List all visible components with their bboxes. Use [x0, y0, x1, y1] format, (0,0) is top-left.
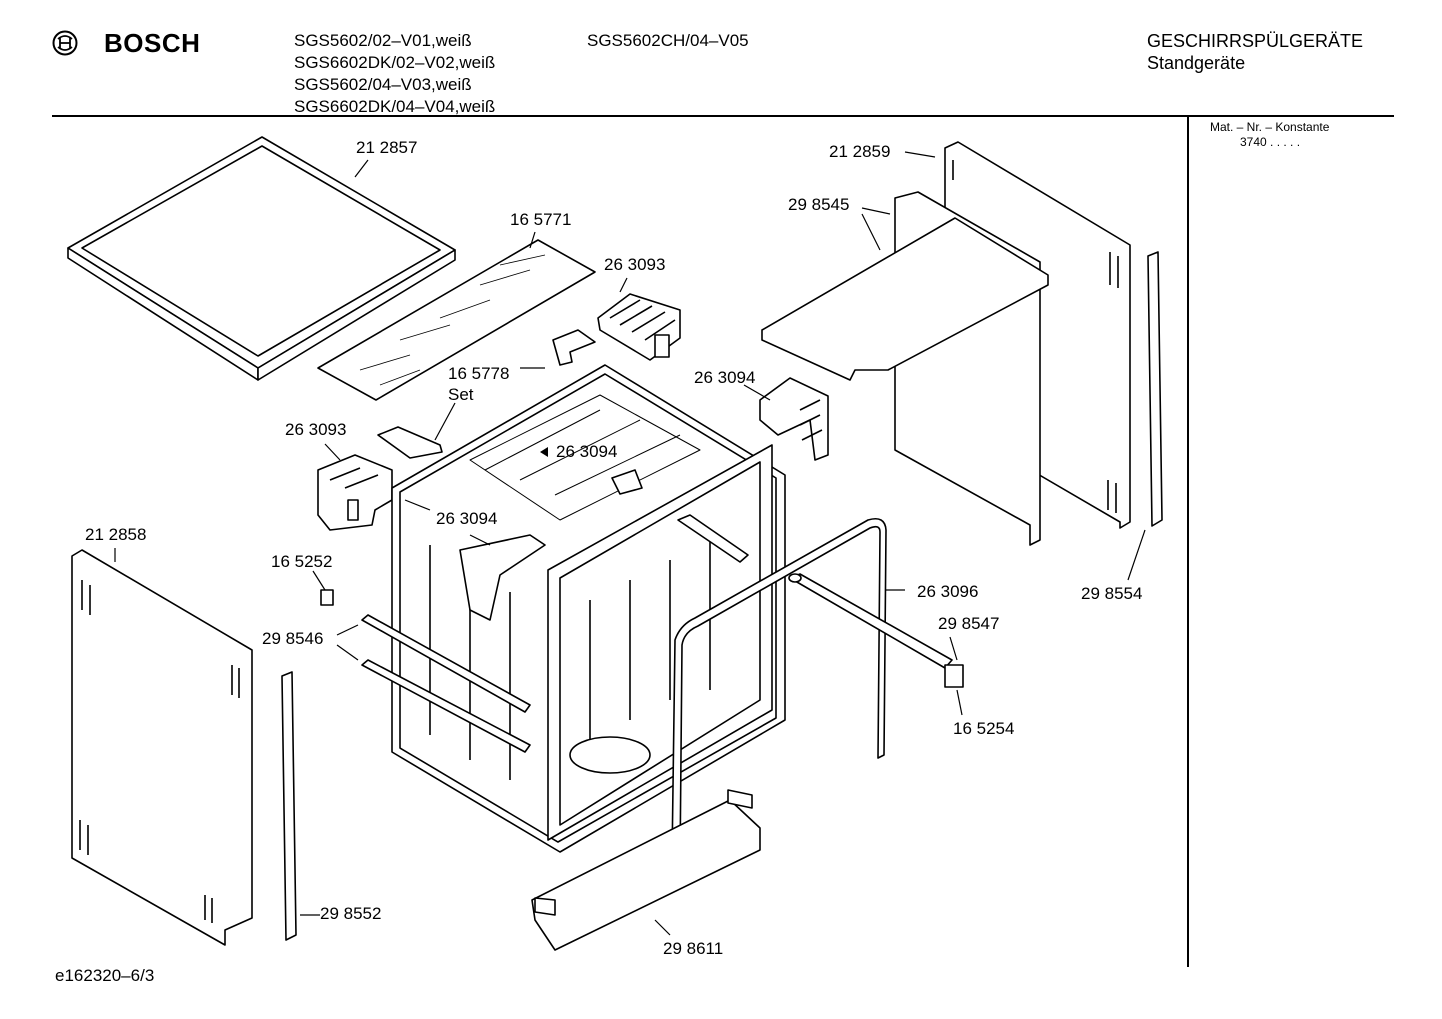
category-block: GESCHIRRSPÜLGERÄTE Standgeräte [1147, 30, 1363, 74]
clip-part [597, 293, 681, 361]
header-divider [52, 115, 1394, 117]
small-clip-part [320, 589, 334, 606]
bracket-part [377, 426, 443, 459]
clip-part [317, 454, 393, 531]
strip-part [1147, 251, 1163, 527]
mat-nr-value: 3740 . . . . . [1240, 135, 1301, 149]
part-label: 16 5254 [953, 719, 1014, 738]
part-label: 16 5771 [510, 210, 571, 229]
model-item: SGS5602/04–V03,weiß [294, 75, 472, 94]
clip-part [759, 377, 829, 461]
bosch-logo-icon [52, 30, 78, 56]
side-divider [1187, 117, 1189, 967]
part-label: 21 2858 [85, 525, 146, 544]
shelf-part [761, 191, 1049, 546]
part-label: Set [448, 385, 474, 404]
part-label: 29 8552 [320, 904, 381, 923]
part-label: 29 8545 [788, 195, 849, 214]
part-label: 29 8554 [1081, 584, 1142, 603]
category-title: GESCHIRRSPÜLGERÄTE [1147, 31, 1364, 51]
model-item: SGS6602DK/04–V04,weiß [294, 97, 496, 116]
part-label: 26 3093 [604, 255, 665, 274]
model-item: SGS6602DK/02–V02,weiß [294, 53, 496, 72]
part-label: 21 2857 [356, 138, 417, 157]
rail-part [361, 614, 531, 753]
model-item: SGS5602/02–V01,weiß [294, 31, 472, 50]
plinth-part [531, 789, 761, 951]
strip-part [281, 671, 297, 941]
part-label: 26 3093 [285, 420, 346, 439]
worktop-part [67, 136, 456, 381]
part-label: 26 3094 [436, 509, 497, 528]
part-label: 21 2859 [829, 142, 890, 161]
tube-part [788, 573, 964, 688]
model-list: SGS5602/02–V01,weiß SGS6602DK/02–V02,wei… [294, 30, 495, 118]
part-label: 26 3096 [917, 582, 978, 601]
part-label: 16 5252 [271, 552, 332, 571]
category-subtitle: Standgeräte [1147, 53, 1246, 73]
pointer-arrow-icon [540, 447, 548, 457]
part-label: 29 8546 [262, 629, 323, 648]
part-label: 16 5778 [448, 364, 509, 383]
brand-name: BOSCH [104, 28, 201, 58]
gasket-part [671, 517, 887, 866]
mat-nr-title: Mat. – Nr. – Konstante [1210, 120, 1330, 134]
part-label: 26 3094 [556, 442, 617, 461]
side-panel-left-part [71, 549, 253, 946]
model-item-secondary: SGS5602CH/04–V05 [587, 31, 749, 50]
part-label: 26 3094 [694, 368, 755, 387]
part-label: 29 8547 [938, 614, 999, 633]
part-label: 29 8611 [663, 939, 723, 958]
foil-sheet-part [317, 239, 596, 401]
bracket-part [552, 329, 596, 366]
document-id: e162320–6/3 [55, 966, 155, 985]
